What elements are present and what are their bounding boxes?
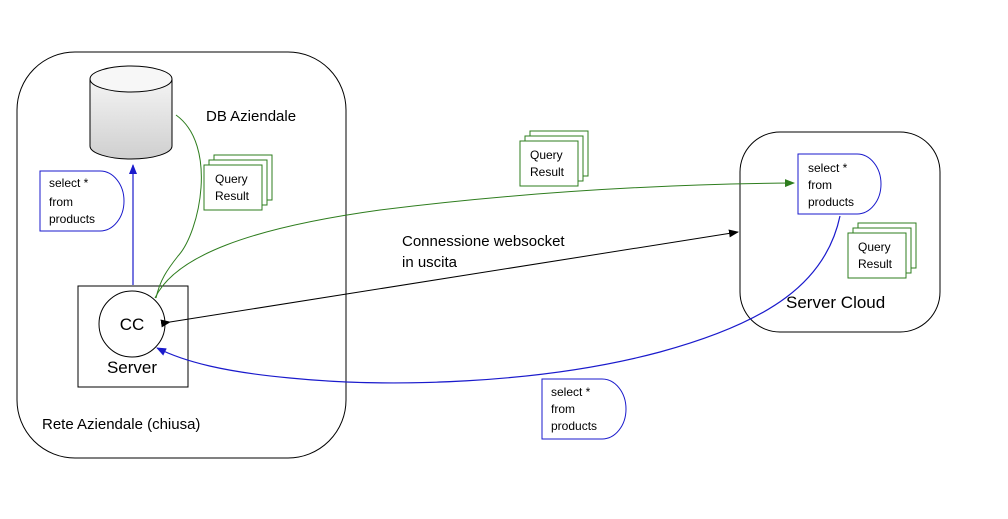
svg-text:select *: select *	[551, 385, 591, 399]
database-label: DB Aziendale	[206, 108, 296, 125]
connection-label-line1: Connessione websocket	[402, 233, 565, 250]
svg-text:Result: Result	[858, 257, 893, 271]
svg-text:from: from	[551, 402, 575, 416]
svg-text:select *: select *	[49, 176, 89, 190]
corporate-network-label: Rete Aziendale (chiusa)	[42, 416, 200, 433]
svg-text:products: products	[808, 195, 854, 209]
cc-label: CC	[120, 315, 145, 334]
query-card-db: select * from products	[39, 170, 125, 232]
websocket-connection-arrow	[160, 229, 739, 328]
db-result-to-server-arrow	[155, 114, 202, 299]
cloud-zone	[739, 131, 941, 333]
svg-text:products: products	[49, 212, 95, 226]
svg-text:Query: Query	[215, 172, 248, 186]
svg-text:from: from	[49, 195, 73, 209]
result-stack-cloud: Query Result	[847, 222, 917, 279]
database-icon	[89, 65, 173, 160]
svg-text:Query: Query	[530, 148, 563, 162]
server-result-to-cloud-arrow	[154, 179, 795, 299]
cloud-label: Server Cloud	[786, 293, 885, 312]
connection-label-line2: in uscita	[402, 254, 458, 271]
result-stack-db: Query Result	[203, 154, 273, 211]
server-label: Server	[107, 358, 157, 377]
svg-text:select *: select *	[808, 161, 848, 175]
query-card-return: select * from products	[541, 378, 627, 440]
cloud-query-to-server-arrow	[156, 215, 841, 384]
svg-text:products: products	[551, 419, 597, 433]
query-card-cloud: select * from products	[797, 153, 882, 215]
svg-text:from: from	[808, 178, 832, 192]
svg-text:Query: Query	[858, 240, 891, 254]
corporate-network-zone	[16, 51, 347, 459]
server-box	[77, 285, 189, 388]
svg-text:Result: Result	[215, 189, 250, 203]
svg-text:Result: Result	[530, 165, 565, 179]
result-stack-transit: Query Result	[519, 130, 589, 187]
